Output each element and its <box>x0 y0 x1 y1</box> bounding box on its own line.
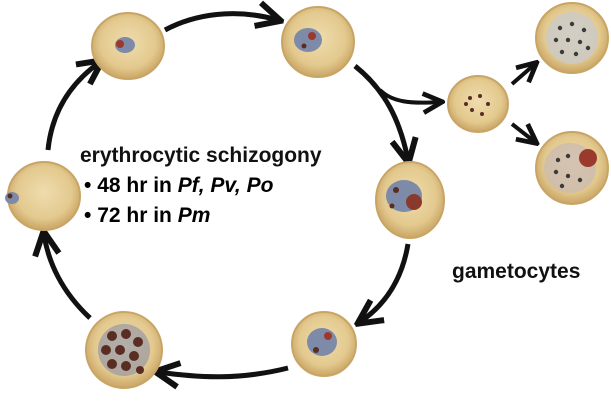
arrow-ring-to-trophozoite <box>353 64 408 160</box>
species-text: Pm <box>177 204 211 227</box>
cell-late-trophozoite <box>291 311 357 377</box>
duration-text: 48 hr in <box>97 174 178 197</box>
arrow-schizont-to-entry <box>44 234 92 320</box>
cell-trophozoite <box>375 161 445 239</box>
arrow-gametocyte-to-g1 <box>510 64 535 86</box>
duration-text: 72 hr in <box>97 204 178 227</box>
arrow-late-to-schizont <box>158 368 289 377</box>
bullet-marker: • <box>84 174 98 197</box>
cell-early-ring <box>91 12 165 80</box>
bullet-marker: • <box>84 204 98 227</box>
cell-gametocyte-1 <box>535 2 609 74</box>
gametocytes-label: gametocytes <box>452 260 581 283</box>
species-text: Pf, Pv, Po <box>177 174 274 197</box>
cell-gametocyte-precursor <box>447 75 509 133</box>
duration-line-48hr: • 48 hr in Pf, Pv, Po <box>84 174 273 198</box>
arrow-gametocyte-to-g2 <box>510 122 535 142</box>
arrow-trophozoite-to-late <box>360 243 411 322</box>
arrow-early-ring-to-ring <box>163 14 278 33</box>
arrow-branch-to-gametocyte <box>378 88 440 103</box>
cell-merozoite-entry <box>5 161 81 231</box>
cell-gametocyte-2 <box>535 131 609 205</box>
cell-ring <box>281 6 355 78</box>
arrow-entry-to-early-ring <box>45 62 100 151</box>
duration-line-72hr: • 72 hr in Pm <box>84 204 210 228</box>
cycle-title: erythrocytic schizogony <box>80 144 322 167</box>
cell-schizont <box>85 311 163 389</box>
